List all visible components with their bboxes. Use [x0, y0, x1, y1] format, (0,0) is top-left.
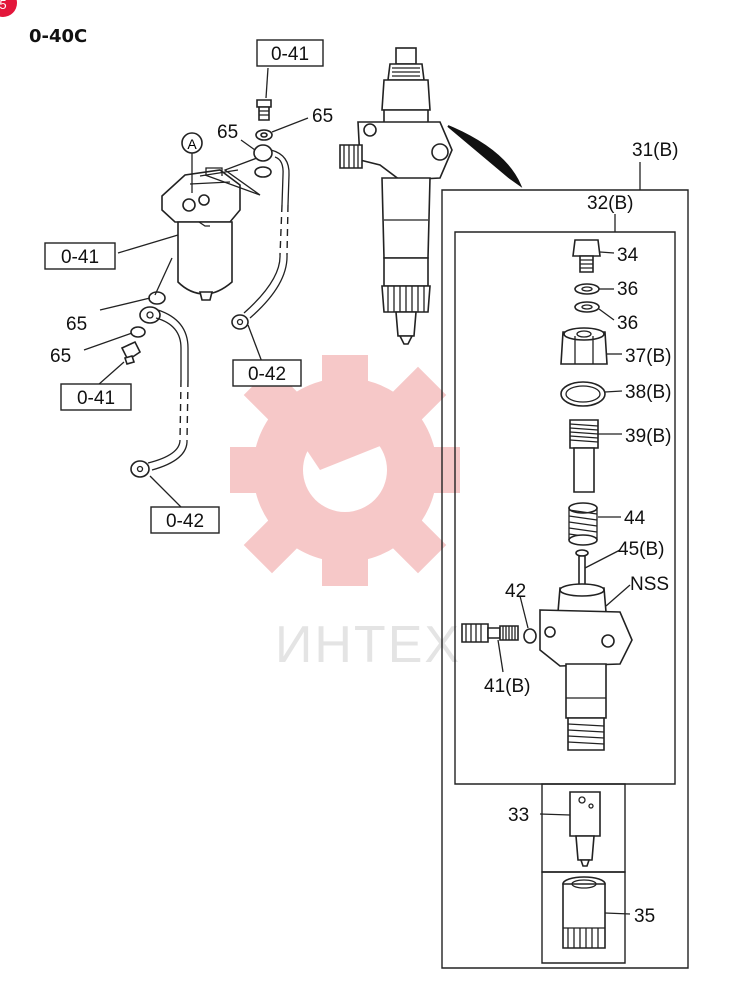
callout-32b: 32(B)	[587, 193, 633, 214]
callout-35: 35	[634, 906, 655, 927]
watermark: ИНТЕХ	[230, 355, 461, 674]
part-41-connector	[461, 623, 519, 643]
ref-0-41-top[interactable]: 0-41	[256, 39, 324, 67]
callout-36b: 36	[617, 313, 638, 334]
ref-0-41-left[interactable]: 0-41	[44, 242, 116, 270]
callout-65-mid: 65	[66, 314, 87, 335]
part-37-nut	[560, 327, 608, 365]
callout-65-top-left: 65	[217, 122, 238, 143]
callout-37b: 37(B)	[625, 346, 671, 367]
part-34-bolt	[572, 239, 601, 273]
box-35	[541, 871, 626, 964]
part-39-spindle	[569, 419, 599, 493]
callout-nss: NSS	[630, 574, 669, 595]
ref-0-41-top-label: 0-41	[271, 44, 309, 65]
watermark-text: ИНТЕХ	[275, 616, 461, 674]
ref-0-42-right[interactable]: 0-42	[232, 359, 302, 387]
badge-number: 5	[0, 0, 7, 12]
ref-0-41-bottom[interactable]: 0-41	[60, 383, 132, 411]
callout-38b: 38(B)	[625, 382, 671, 403]
callout-31b: 31(B)	[632, 140, 678, 161]
injector-assembly	[339, 47, 453, 345]
banjo-bolt-top	[256, 99, 272, 121]
exploded-view-arrow-icon	[447, 125, 523, 188]
part-42-washer	[523, 628, 537, 644]
fuel-pipe-right	[231, 144, 290, 330]
callout-39b: 39(B)	[625, 426, 671, 447]
leader-zigzag	[204, 154, 266, 196]
part-nss-holder	[539, 583, 633, 751]
callout-41b: 41(B)	[484, 676, 530, 697]
part-35-retaining-nut	[562, 876, 606, 949]
ref-0-42-bottom-label: 0-42	[166, 511, 204, 532]
page-title: 0-40C	[29, 26, 87, 47]
box-32b	[454, 231, 676, 785]
callout-42: 42	[505, 581, 526, 602]
callout-65-low: 65	[50, 346, 71, 367]
ref-0-42-right-label: 0-42	[248, 364, 286, 385]
part-36-washer-a	[574, 283, 600, 295]
callout-34: 34	[617, 245, 639, 266]
ref-0-42-bottom[interactable]: 0-42	[150, 506, 220, 534]
ref-0-41-bottom-label: 0-41	[77, 388, 115, 409]
marker-a-label: A	[187, 136, 197, 152]
part-44-spring	[568, 502, 598, 546]
badge-icon: 5	[0, 0, 17, 17]
callout-36a: 36	[617, 279, 638, 300]
fuel-filter-assembly	[161, 167, 241, 301]
callout-33: 33	[508, 805, 529, 826]
part-33-nozzle	[569, 791, 601, 867]
watermark-gear-icon	[230, 355, 460, 586]
fuel-pipe-left	[120, 291, 189, 478]
marker-a: A	[181, 132, 203, 193]
callout-45b: 45(B)	[618, 539, 664, 560]
callout-65-top-right: 65	[312, 106, 333, 127]
box-31b	[441, 189, 689, 969]
ref-0-41-left-label: 0-41	[61, 247, 99, 268]
callout-44: 44	[624, 508, 646, 529]
part-36-washer-b	[574, 301, 600, 313]
